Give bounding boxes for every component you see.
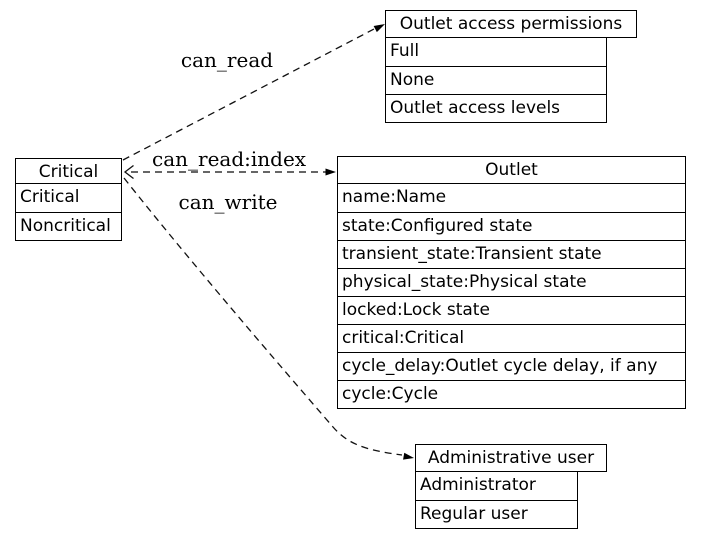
table-row: locked:Lock state bbox=[338, 296, 685, 324]
table-row: None bbox=[386, 66, 606, 94]
edge-can-write bbox=[123, 177, 403, 456]
arrowhead-can-read-index-icon bbox=[325, 168, 336, 176]
arrowhead-can-read-icon bbox=[373, 24, 385, 33]
node-outlet-rows: name:Name state:Configured state transie… bbox=[337, 183, 686, 409]
arrowtail-vee-icon bbox=[123, 164, 134, 180]
table-row: state:Configured state bbox=[338, 212, 685, 240]
node-outlet-title: Outlet bbox=[337, 156, 686, 184]
arrowhead-can-write-icon bbox=[403, 452, 414, 460]
table-row: Administrator bbox=[420, 475, 536, 495]
table-row: cycle:Cycle bbox=[338, 380, 685, 408]
table-row: physical_state:Physical state bbox=[338, 268, 685, 296]
node-critical-rows: Critical Noncritical bbox=[15, 183, 122, 241]
table-row: cycle_delay:Outlet cycle delay, if any bbox=[338, 352, 685, 380]
edge-label-can-read: can_read bbox=[180, 48, 274, 72]
edge-label-can-read-index: can_read:index bbox=[152, 147, 307, 171]
table-row: name:Name bbox=[342, 187, 447, 207]
table-row: Full bbox=[390, 41, 420, 61]
table-row: Outlet access levels bbox=[386, 94, 606, 122]
table-row: Critical bbox=[20, 187, 80, 207]
node-critical-title: Critical bbox=[15, 158, 122, 186]
table-row: critical:Critical bbox=[338, 324, 685, 352]
node-administrative-user-rows: Administrator Regular user bbox=[415, 471, 578, 529]
node-administrative-user-title: Administrative user bbox=[415, 444, 607, 472]
table-row: Noncritical bbox=[16, 212, 121, 240]
table-row: Regular user bbox=[416, 500, 577, 528]
edge-label-can-write: can_write bbox=[178, 190, 278, 214]
node-outlet-access-permissions-rows: Full None Outlet access levels bbox=[385, 37, 607, 123]
table-row: transient_state:Transient state bbox=[338, 240, 685, 268]
node-outlet-access-permissions-title: Outlet access permissions bbox=[385, 10, 637, 38]
